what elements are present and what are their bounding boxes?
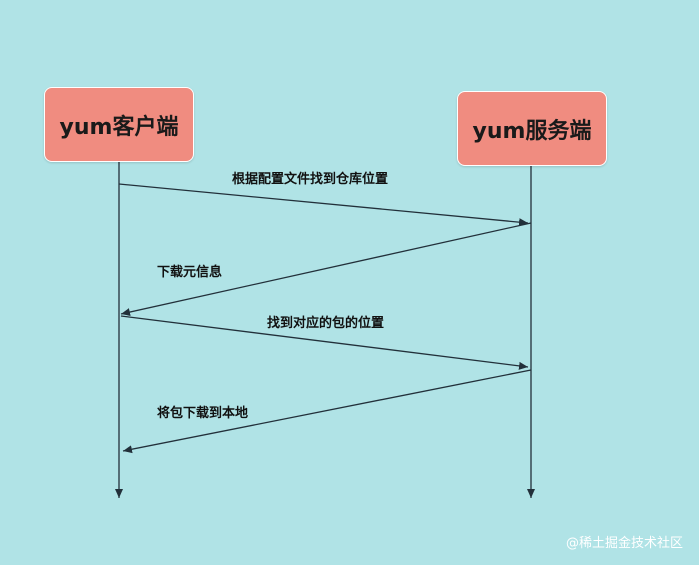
message-arrow-2 bbox=[120, 222, 532, 316]
actor-yum-server: yum服务端 bbox=[457, 91, 607, 166]
actor-yum-client: yum客户端 bbox=[44, 87, 194, 162]
message-label-find-repo: 根据配置文件找到仓库位置 bbox=[232, 172, 389, 187]
message-arrow-1 bbox=[118, 183, 529, 227]
message-label-find-package: 找到对应的包的位置 bbox=[267, 316, 385, 331]
message-label-download-metadata: 下载元信息 bbox=[157, 265, 223, 280]
message-label-download-package: 将包下载到本地 bbox=[157, 406, 249, 421]
message-arrow-3 bbox=[120, 315, 529, 370]
message-arrow-4 bbox=[122, 369, 532, 454]
watermark: @稀土掘金技术社区 bbox=[565, 536, 683, 551]
